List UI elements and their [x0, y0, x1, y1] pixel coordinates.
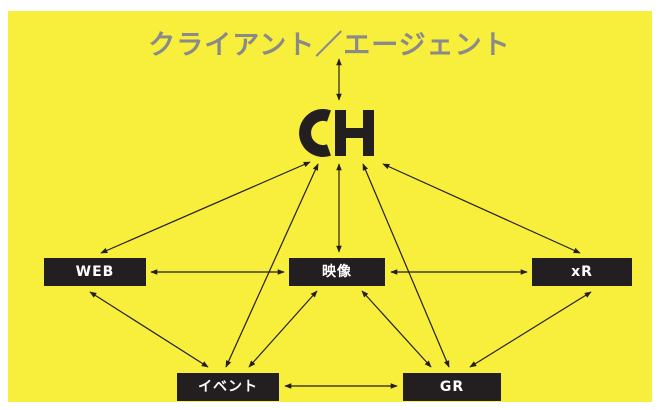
arrow-ch-event	[225, 163, 319, 368]
arrow-video-gr	[361, 290, 432, 368]
arrow-web-event	[89, 291, 209, 368]
arrow-ch-xr	[382, 163, 581, 254]
ch-logo	[299, 109, 374, 157]
node-web: WEB	[44, 258, 146, 286]
node-xr: xR	[532, 258, 632, 286]
node-video: 映像	[289, 258, 385, 286]
diagram-title: クライアント／エージェント	[148, 30, 511, 61]
node-gr: GR	[403, 373, 501, 401]
arrow-video-event	[248, 290, 318, 368]
arrow-ch-web	[100, 161, 311, 254]
node-event: イベント	[177, 373, 279, 401]
arrow-ch-gr	[362, 163, 450, 368]
arrow-xr-gr	[469, 291, 592, 368]
